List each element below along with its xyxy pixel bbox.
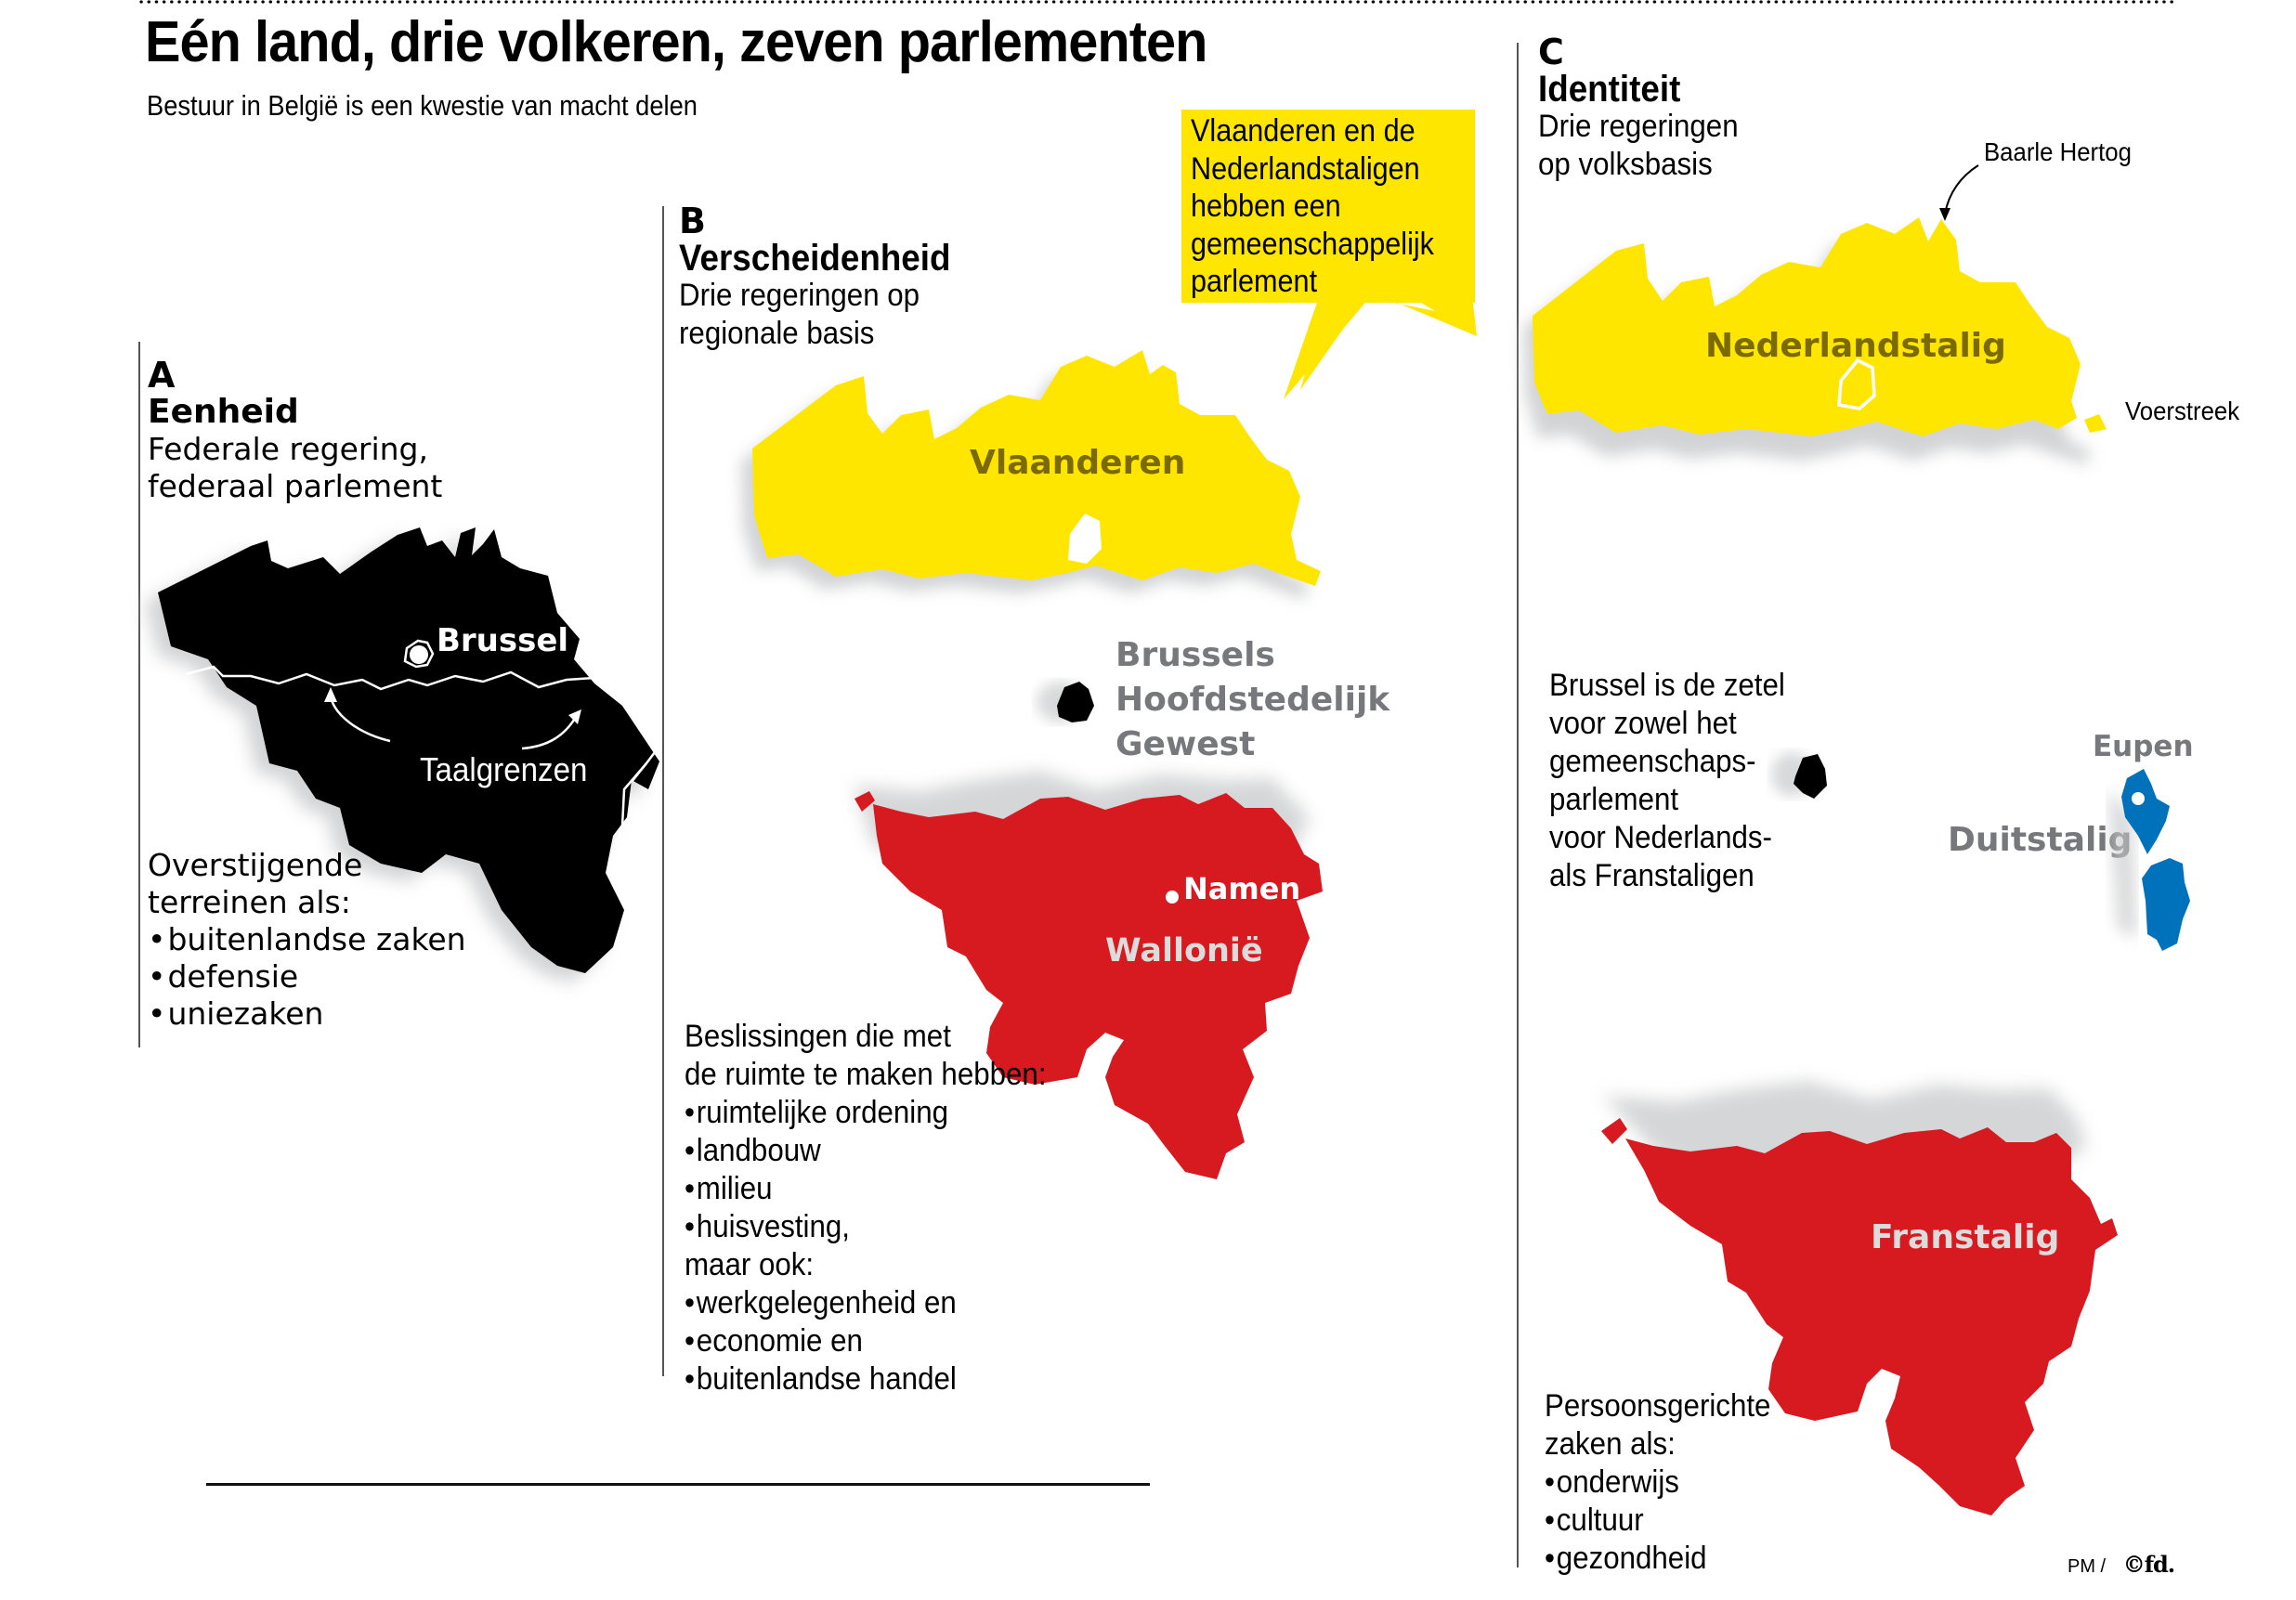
flanders-label: Vlaanderen [970, 444, 1186, 482]
section-c-item: cultuur [1545, 1502, 1770, 1540]
section-c-letter: C [1538, 32, 1564, 72]
flanders-map [741, 350, 1321, 599]
language-border-line [185, 665, 659, 783]
section-b-header: B Verscheidenheid Drie regeringen op reg… [679, 202, 974, 353]
section-c-subheading-1: Drie regeringen [1538, 109, 1739, 144]
section-b-letter: B [679, 201, 706, 241]
dutch-community-label: Nederlandstalig [1705, 327, 2006, 365]
section-b-item: buitenlandse handel [685, 1360, 1047, 1398]
credit-author: PM / [2068, 1556, 2107, 1577]
belgium-shape [158, 527, 659, 973]
belgium-federal-map [145, 527, 659, 982]
section-b-heading: Verscheidenheid [679, 238, 951, 279]
section-c-subheading-2: op volksbasis [1538, 147, 1713, 182]
section-a-letter: A [148, 355, 176, 396]
section-c-intro-2: zaken als: [1545, 1426, 1676, 1462]
section-c-header: C Identiteit Drie regeringen op volksbas… [1538, 33, 1755, 184]
section-a-divider [138, 342, 140, 1047]
section-b-item: landbouw [685, 1132, 1047, 1170]
brussels-label-line: Gewest [1115, 725, 1256, 763]
section-a-subheading-2: federaal parlement [148, 468, 443, 504]
wallonia-map [854, 771, 1323, 1179]
section-b-item: ruimtelijke ordening [685, 1094, 1047, 1132]
section-b-intro-2: de ruimte te maken hebben: [685, 1057, 1047, 1092]
french-community-map [1601, 1081, 2118, 1515]
section-a-intro-2: terreinen als: [148, 884, 351, 920]
brussels-label-line: Hoofdstedelijk [1115, 681, 1390, 719]
credit: PM / ©fd. [2068, 1551, 2175, 1578]
eupen-area-shape [2121, 769, 2170, 854]
brussels-seat-map [1771, 752, 1827, 799]
bottom-rule [206, 1483, 1150, 1486]
section-a-heading: Eenheid [148, 393, 299, 431]
dutch-community-map [1523, 164, 2107, 464]
baarle-hertog-label: Baarle Hertog [1984, 137, 2132, 166]
flanders-shape [752, 350, 1321, 586]
section-a-item: buitenlandse zaken [148, 921, 465, 958]
section-a-item: uniezaken [148, 995, 466, 1033]
brussels-note-line: gemeenschaps- [1549, 744, 1756, 779]
callout-text: Vlaanderen en de Nederlandstaligen hebbe… [1191, 112, 1434, 301]
german-community-label: Duitstalig [1948, 821, 2133, 859]
section-b-item: milieu [685, 1170, 1047, 1208]
section-b-subheading-2: regionale basis [679, 316, 875, 351]
page-subtitle: Bestuur in België is een kwestie van mac… [147, 89, 698, 122]
section-c-intro-1: Persoonsgerichte [1545, 1388, 1771, 1424]
section-c-divider [1517, 43, 1519, 1567]
section-a-header: A Eenheid Federale regering, federaal pa… [148, 357, 442, 505]
section-b-middle-line: maar ook: [685, 1247, 815, 1282]
eupen-label: Eupen [2093, 730, 2194, 763]
callout-line: Nederlandstaligen [1191, 150, 1420, 187]
section-b-item: huisvesting, [685, 1208, 1047, 1246]
callout-line: parlement [1191, 264, 1318, 299]
section-a-list: Overstijgende terreinen als: buitenlands… [148, 847, 466, 1033]
brussels-note-line: parlement [1549, 782, 1679, 817]
brussels-note-line: Brussel is de zetel [1549, 668, 1785, 703]
dutch-community-shape [1533, 217, 2081, 436]
section-a-item: defensie [148, 958, 466, 995]
brussels-note-line: voor zowel het [1549, 706, 1737, 741]
section-c-item: gezondheid [1545, 1540, 1770, 1578]
callout-line: hebben een [1191, 189, 1341, 224]
eupen-dot-icon [2132, 792, 2145, 805]
taalgrenzen-label: Taalgrenzen [420, 750, 588, 788]
brussels-note: Brussel is de zetel voor zowel het gemee… [1549, 667, 1806, 895]
callout-pointer [1284, 297, 1477, 399]
section-b-intro-1: Beslissingen die met [685, 1019, 951, 1054]
callout-box: Vlaanderen en de Nederlandstaligen hebbe… [1181, 110, 1475, 303]
section-c-list: Persoonsgerichte zaken als: onderwijs cu… [1545, 1387, 1791, 1578]
section-b-list: Beslissingen die met de ruimte te maken … [685, 1018, 1077, 1398]
section-b-subheading-1: Drie regeringen op [679, 278, 920, 313]
german-community-map [2108, 769, 2190, 951]
section-b-divider [662, 206, 664, 1376]
french-community-label: Franstalig [1871, 1218, 2060, 1256]
section-b-item: economie en [685, 1322, 1047, 1360]
brussels-label-line: Brussels [1115, 636, 1275, 674]
section-a-intro-1: Overstijgende [148, 847, 363, 883]
section-c-heading: Identiteit [1538, 69, 1681, 110]
st-vith-area-shape [2142, 858, 2190, 951]
callout-line: Vlaanderen en de [1191, 113, 1415, 149]
brussels-region-map [1037, 682, 1094, 722]
section-c-item: onderwijs [1545, 1463, 1770, 1502]
brussels-note-line: voor Nederlands- [1549, 820, 1772, 855]
french-community-shape [1625, 1127, 2118, 1515]
brussel-dot-icon [410, 645, 428, 664]
wallonia-label: Wallonië [1105, 932, 1263, 969]
brussels-region-label: Brussels Hoofdstedelijk Gewest [1115, 633, 1389, 767]
brussel-label: Brussel [437, 622, 569, 659]
fd-logo: ©fd. [2122, 1551, 2175, 1578]
wallonia-shape [873, 793, 1323, 1179]
callout-line: gemeenschappelijk [1191, 226, 1434, 262]
brussels-note-line: als Franstaligen [1549, 858, 1755, 893]
page-title: Eén land, drie volkeren, zeven parlement… [145, 10, 1207, 74]
top-dotted-rule [137, 0, 2176, 4]
section-a-subheading-1: Federale regering, [148, 431, 428, 467]
voerstreek-label: Voerstreek [2125, 397, 2240, 425]
namen-label: Namen [1183, 871, 1301, 906]
section-b-item: werkgelegenheid en [685, 1284, 1047, 1322]
namen-dot-icon [1166, 891, 1179, 904]
